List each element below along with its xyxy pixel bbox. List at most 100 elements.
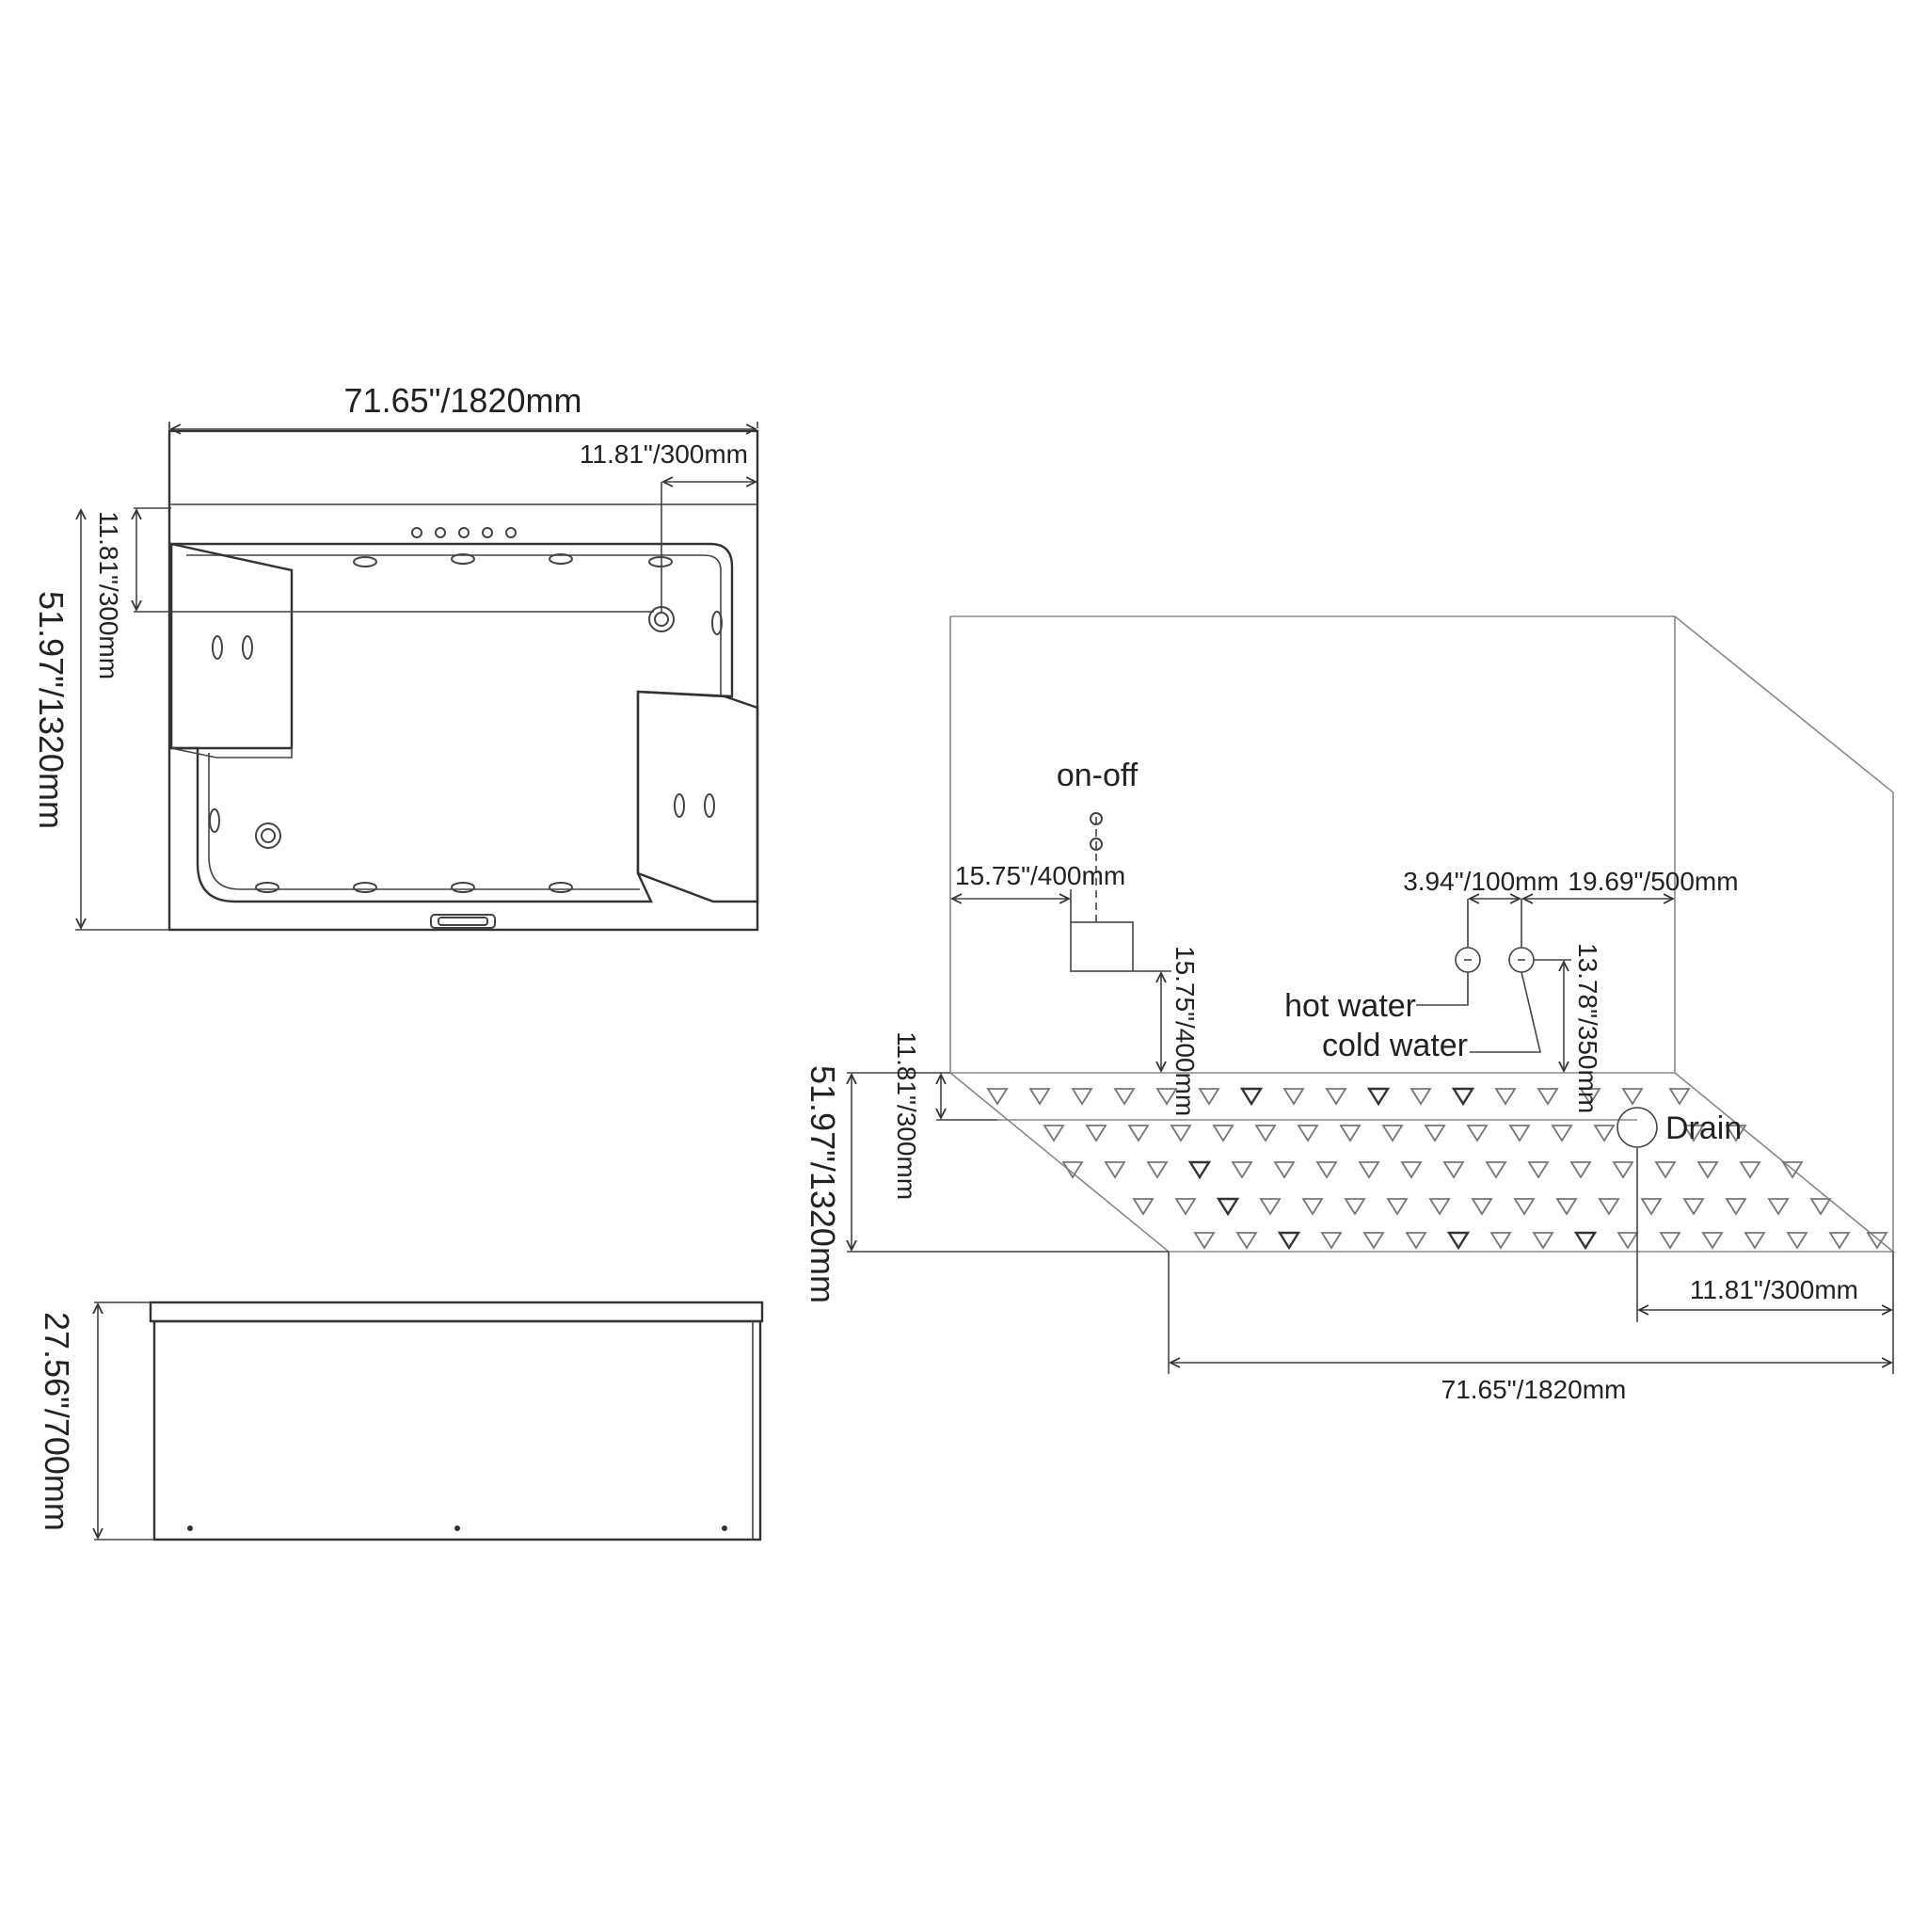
drain-offset-y-label: 11.81"/300mm [892,1031,921,1200]
floor-tile-icon [1593,1125,1616,1142]
overflow-icon [430,914,496,929]
jet-icon [674,793,685,818]
leg-icon [722,1525,727,1531]
top-view: 71.65"/1820mm 11.81"/300mm 11.81"/300mm … [32,381,759,932]
floor-tile-icon [1725,1125,1747,1142]
tub-apron [152,1319,762,1541]
floor-tile-icon [1113,1088,1136,1106]
valve-spacing-label: 3.94"/100mm [1403,867,1559,896]
height-dim-label: 27.56"/700mm [38,1312,76,1531]
drain-offset-x-label: 11.81"/300mm [580,439,748,469]
tub-rim [149,1301,764,1323]
leg-icon [454,1525,460,1531]
floor-tile-icon [1239,1087,1264,1107]
floor-tile-icon [1424,1125,1446,1142]
switch-icon [1090,812,1103,825]
floor-tile-icon [1598,1198,1620,1216]
floor-depth-label: 51.97"/1320mm [804,1065,842,1303]
jet-icon [549,553,573,565]
drain-label: Drain [1665,1110,1742,1146]
floor-tile-icon [1442,1161,1465,1179]
floor-tile-icon [1701,1232,1724,1250]
control-button-icon [458,527,470,538]
floor-tile-icon [1809,1198,1832,1216]
headrest-right [636,690,759,903]
floor-tile-icon [986,1088,1009,1106]
floor-tile-icon [1532,1232,1554,1250]
control-button-icon [505,527,517,538]
switch-icon [1090,838,1103,851]
floor-tile-icon [1471,1198,1493,1216]
floor-tile-icon [1682,1125,1705,1142]
floor-tile-icon [1362,1232,1385,1250]
floor-tile-icon [1187,1160,1212,1180]
floor-tile-icon [1744,1232,1766,1250]
floor-tile-icon [1216,1197,1240,1217]
floor-tile-icon [1381,1125,1404,1142]
floor-tile-icon [1320,1232,1343,1250]
floor-tile-icon [1569,1161,1592,1179]
jet-icon [451,553,475,565]
on-off-label: on-off [1057,758,1139,793]
floor-tile-icon [1668,1088,1691,1106]
floor-tile-icon [1104,1161,1126,1179]
floor-tile-icon [1061,1161,1084,1179]
floor-tile-icon [1155,1088,1178,1106]
floor-tile-icon [1400,1161,1423,1179]
jet-icon [212,635,223,660]
floor-tile-icon [1739,1161,1761,1179]
jet-icon [549,882,573,893]
floor-tile-icon [1277,1231,1301,1251]
jet-icon [451,882,475,893]
floor-tile-icon [1043,1125,1065,1142]
floor-tile-icon [1339,1125,1362,1142]
floor-tile-icon [1358,1161,1380,1179]
floor-tile-icon [1786,1232,1808,1250]
switch-height-label: 15.75"/400mm [1171,946,1200,1116]
floor-tile-icon [1028,1088,1051,1106]
jet-icon [209,808,220,833]
side-wall-top [1674,615,1894,793]
width-dim-label: 71.65"/1820mm [344,381,582,420]
floor-tile-icon [1654,1161,1677,1179]
floor-tile-icon [1428,1198,1451,1216]
floor-tile-icon [1513,1198,1536,1216]
tub-outline [167,429,759,932]
jet-icon [648,556,673,567]
floor-width-label: 71.65"/1820mm [1441,1375,1627,1404]
leg-icon [187,1525,193,1531]
switch-box [1070,921,1134,972]
floor-tile-icon [1344,1198,1366,1216]
floor-tile-icon [1405,1232,1427,1250]
jet-icon [704,793,715,818]
floor-tile-icon [1616,1232,1639,1250]
floor-tile-icon [1282,1088,1305,1106]
valve-offset-label: 19.69"/500mm [1568,867,1738,896]
floor-tile-icon [1085,1125,1107,1142]
jet-icon [711,611,723,635]
side-view: 27.56"/700mm [38,1301,764,1541]
floor-tile-icon [1071,1088,1093,1106]
drain-icon [255,822,281,849]
floor-tile-icon [1621,1088,1644,1106]
floor-tile-icon [1485,1161,1507,1179]
floor-tile-icon [1193,1232,1216,1250]
floor-tile-icon [1612,1161,1634,1179]
tub-basin [169,542,734,903]
jet-icon [255,882,279,893]
floor-tile-icon [1494,1088,1517,1106]
valve-height-label: 13.78"/350mm [1573,943,1602,1113]
floor-tile-icon [1696,1161,1719,1179]
floor-tile-icon [1235,1232,1258,1250]
depth-dim-label: 51.97"/1320mm [32,591,71,829]
floor-tile-icon [1386,1198,1409,1216]
floor-tile-icon [1466,1125,1489,1142]
floor-tile-icon [1508,1125,1531,1142]
drain-offset-y-label: 11.81"/300mm [94,511,123,679]
floor-tile-icon [1212,1125,1234,1142]
jet-icon [353,882,377,893]
floor-tile-icon [1767,1198,1790,1216]
drain-icon [1616,1107,1658,1148]
jet-icon [242,635,253,660]
floor-tile-icon [1301,1198,1324,1216]
